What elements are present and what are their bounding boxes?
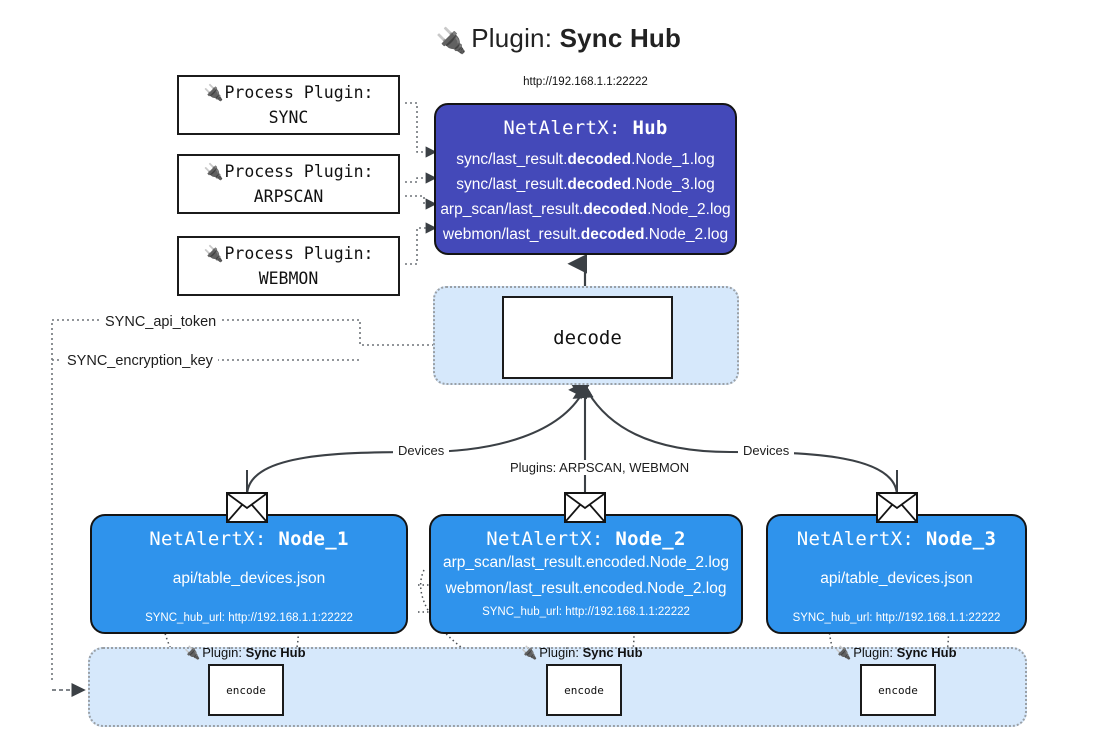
hub-log-line: sync/last_result.decoded.Node_3.log <box>436 172 735 197</box>
log-prefix: sync/last_result. <box>456 151 568 168</box>
hub-title-prefix: NetAlertX: <box>503 117 621 139</box>
hub-title: NetAlertX: Hub <box>436 117 735 139</box>
node-hub-url-label: SYNC_hub_url: http://192.168.1.1:22222 <box>482 606 690 618</box>
title-prefix: Plugin: <box>471 23 553 53</box>
node-resource-line: api/table_devices.json <box>172 570 326 587</box>
hub-log-line: sync/last_result.decoded.Node_1.log <box>436 147 735 172</box>
sync-encryption-key-label: SYNC_encryption_key <box>62 353 218 369</box>
decode-box[interactable]: decode <box>502 296 673 379</box>
encoder-plugin-name: Sync Hub <box>896 645 957 660</box>
encode-box[interactable]: encode <box>208 664 284 716</box>
envelope-icon <box>876 492 918 523</box>
hub-log-line: webmon/last_result.decoded.Node_2.log <box>436 222 735 247</box>
log-bold: decoded <box>580 226 645 243</box>
node-title: NetAlertX: Node_1 <box>92 528 406 550</box>
node-hub-url-label: SYNC_hub_url: http://192.168.1.1:22222 <box>792 612 1001 624</box>
log-bold: decoded <box>567 176 632 193</box>
node-title-prefix: NetAlertX: <box>149 528 267 550</box>
encoder-plugin-prefix: Plugin: <box>853 645 893 660</box>
log-prefix: webmon/last_result. <box>442 226 581 243</box>
log-suffix: .Node_1.log <box>631 151 715 168</box>
node-resource-line: webmon/last_result.encoded.Node_2.log <box>445 580 727 597</box>
hub-box[interactable]: NetAlertX: Hub sync/last_result.decoded.… <box>434 103 737 255</box>
encoder-plugin-name: Sync Hub <box>245 645 306 660</box>
process-plugin-name: WEBMON <box>258 269 319 288</box>
node-title-prefix: NetAlertX: <box>486 528 604 550</box>
log-prefix: sync/last_result. <box>456 176 568 193</box>
edge-label-plugins: Plugins: ARPSCAN, WEBMON <box>505 460 695 475</box>
node-title-name: Node_2 <box>615 528 686 550</box>
node-title-name: Node_3 <box>925 528 997 550</box>
log-suffix: .Node_2.log <box>644 226 729 243</box>
title-name: Sync Hub <box>559 23 682 53</box>
process-plugin-name: ARPSCAN <box>253 187 324 206</box>
encoder-plugin-label: 🔌Plugin: Sync Hub <box>521 645 643 661</box>
node-resource-line: arp_scan/last_result.encoded.Node_2.log <box>442 554 730 571</box>
edge-label-devices-right: Devices <box>738 443 795 458</box>
plug-icon: 🔌 <box>203 83 224 102</box>
node-title: NetAlertX: Node_2 <box>431 528 741 550</box>
process-plugin-name: SYNC <box>268 108 309 127</box>
log-suffix: .Node_2.log <box>647 201 731 218</box>
process-plugin-box-sync[interactable]: 🔌Process Plugin: SYNC <box>177 75 400 135</box>
encoder-plugin-prefix: Plugin: <box>539 645 579 660</box>
page-title: 🔌Plugin: Sync Hub <box>0 18 1117 61</box>
plug-icon: 🔌 <box>521 646 538 661</box>
node-title-prefix: NetAlertX: <box>796 528 915 550</box>
envelope-icon <box>226 492 268 523</box>
encoder-plugin-name: Sync Hub <box>582 645 643 660</box>
node-title: NetAlertX: Node_3 <box>768 528 1025 550</box>
process-plugin-box-webmon[interactable]: 🔌Process Plugin: WEBMON <box>177 236 400 296</box>
log-bold: decoded <box>583 201 648 218</box>
process-plugin-box-arpscan[interactable]: 🔌Process Plugin: ARPSCAN <box>177 154 400 214</box>
envelope-icon <box>564 492 606 523</box>
hub-title-name: Hub <box>632 117 668 139</box>
process-plugin-label: Process Plugin: <box>224 162 374 181</box>
encoder-plugin-label: 🔌Plugin: Sync Hub <box>184 645 306 661</box>
edge-label-devices-left: Devices <box>393 443 450 458</box>
plug-icon: 🔌 <box>435 27 468 55</box>
node-box-node-1[interactable]: NetAlertX: Node_1 api/table_devices.json… <box>90 514 408 634</box>
plug-icon: 🔌 <box>203 244 224 263</box>
plug-icon: 🔌 <box>835 646 852 661</box>
encoder-plugin-prefix: Plugin: <box>202 645 242 660</box>
encode-box[interactable]: encode <box>860 664 936 716</box>
plug-icon: 🔌 <box>184 646 201 661</box>
hub-log-line: arp_scan/last_result.decoded.Node_2.log <box>436 197 735 222</box>
node-box-node-2[interactable]: NetAlertX: Node_2 arp_scan/last_result.e… <box>429 514 743 634</box>
log-suffix: .Node_3.log <box>631 176 715 193</box>
plug-icon: 🔌 <box>203 162 224 181</box>
encode-box[interactable]: encode <box>546 664 622 716</box>
hub-url-label: http://192.168.1.1:22222 <box>523 76 648 88</box>
sync-api-token-label: SYNC_api_token <box>100 314 222 330</box>
node-resource-line: api/table_devices.json <box>820 570 973 587</box>
log-bold: decoded <box>567 151 632 168</box>
node-title-name: Node_1 <box>278 528 349 550</box>
log-prefix: arp_scan/last_result. <box>440 201 584 218</box>
process-plugin-label: Process Plugin: <box>224 244 374 263</box>
encoder-plugin-label: 🔌Plugin: Sync Hub <box>835 645 957 661</box>
node-box-node-3[interactable]: NetAlertX: Node_3 api/table_devices.json… <box>766 514 1027 634</box>
process-plugin-label: Process Plugin: <box>224 83 374 102</box>
node-hub-url-label: SYNC_hub_url: http://192.168.1.1:22222 <box>145 612 353 624</box>
